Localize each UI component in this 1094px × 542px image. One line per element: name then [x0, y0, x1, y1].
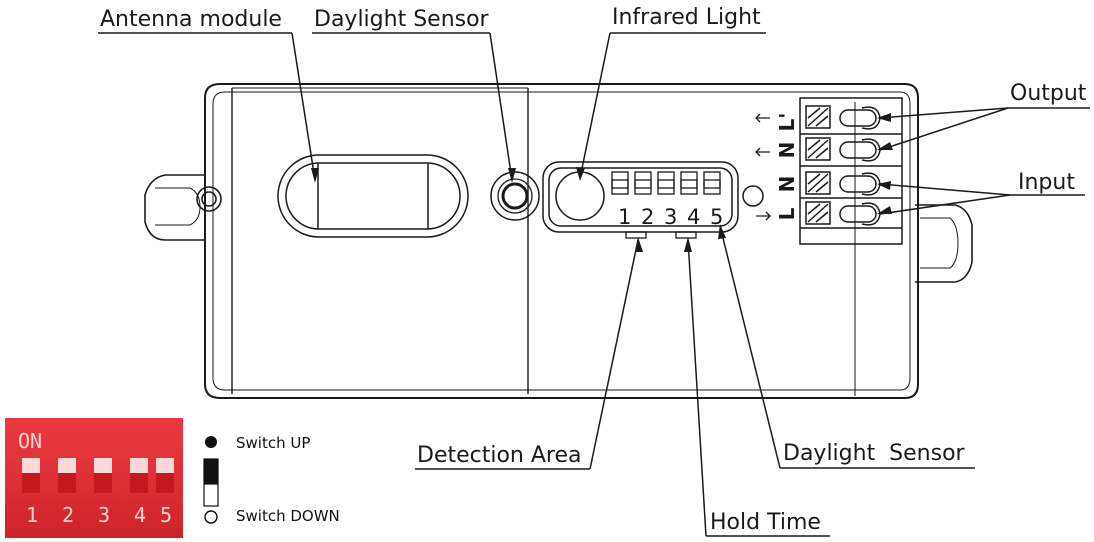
callout-leaders — [98, 32, 1090, 537]
right-mounting-tab — [915, 204, 973, 283]
photo-number: 3 — [98, 503, 110, 527]
legend-switch-down: Switch DOWN — [236, 507, 340, 525]
photo-number: 4 — [134, 503, 146, 527]
terminal-label-n-in: N — [775, 176, 799, 193]
photo-on-label: ON — [18, 429, 42, 453]
small-indicator-circle — [742, 185, 764, 207]
dip-number-labels: 1 2 3 4 5 — [618, 205, 723, 229]
terminal-arrows — [755, 113, 771, 221]
label-infrared-light: Infrared Light — [612, 5, 761, 30]
terminal-block — [799, 97, 903, 245]
label-daylight-sensor-top: Daylight Sensor — [314, 7, 490, 32]
housing — [204, 83, 919, 399]
switch-down-block-icon — [203, 483, 219, 507]
switch-up-block-icon — [203, 458, 219, 485]
dip-number: 5 — [710, 205, 723, 229]
label-output: Output — [1010, 81, 1087, 106]
label-daylight-sensor-bottom: Daylight Sensor — [783, 441, 966, 466]
dip-switch-block — [611, 171, 721, 195]
dip-number: 2 — [641, 205, 654, 229]
dip-number: 4 — [687, 205, 700, 229]
callout-arrowheads — [311, 113, 893, 252]
terminal-label-l-prime: L' — [775, 113, 799, 132]
dip-number: 1 — [618, 205, 631, 229]
photo-switch-knobs — [22, 458, 174, 493]
left-mounting-tab — [144, 174, 222, 241]
legend-switch-up: Switch UP — [236, 434, 310, 452]
label-input: Input — [1018, 170, 1075, 195]
terminal-label-l-in: L — [775, 207, 799, 220]
dip-switch-photo: ON 1 2 3 4 5 — [5, 418, 183, 538]
terminal-labels: L' N N L — [775, 113, 799, 221]
hollow-dot-icon — [204, 510, 218, 524]
filled-dot-icon — [205, 436, 217, 448]
label-detection-area: Detection Area — [417, 443, 582, 468]
photo-number: 5 — [160, 503, 172, 527]
daylight-sensor-lens — [490, 171, 540, 221]
terminal-label-n-out: N — [775, 142, 799, 159]
antenna-window — [277, 154, 469, 238]
photo-number: 2 — [62, 503, 74, 527]
photo-number: 1 — [26, 503, 38, 527]
label-hold-time: Hold Time — [710, 510, 821, 535]
dip-group-brackets — [625, 231, 697, 239]
switch-legend: Switch UP Switch DOWN — [203, 434, 340, 525]
label-antenna-module: Antenna module — [100, 7, 282, 32]
dip-number: 3 — [664, 205, 677, 229]
